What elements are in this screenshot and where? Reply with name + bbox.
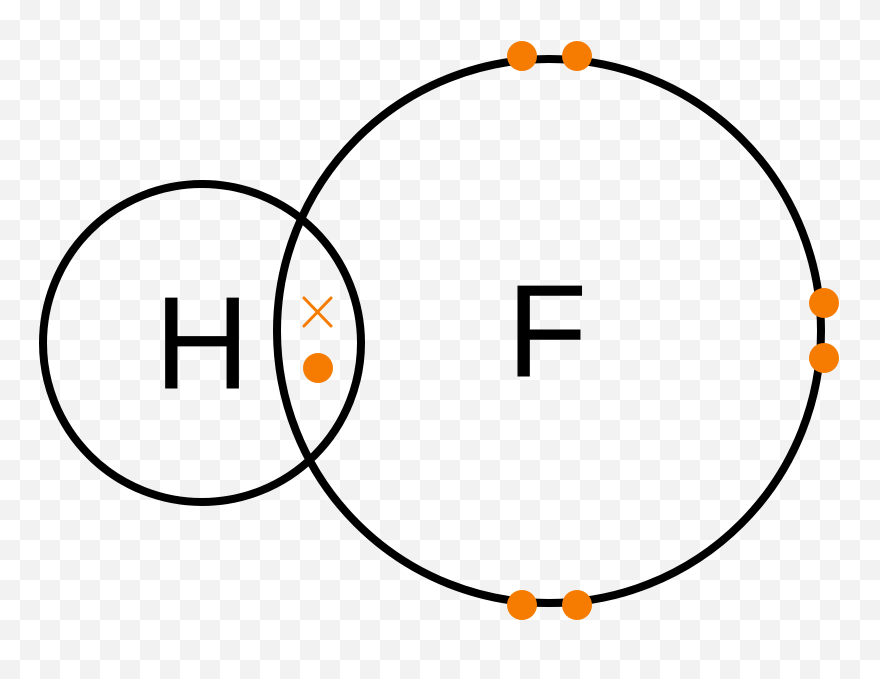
fluorine-shell [273, 55, 825, 607]
hydrogen-symbol: H [154, 270, 249, 417]
lone-pair-right [809, 288, 839, 373]
electron-dot [507, 590, 537, 620]
electron-dot [562, 590, 592, 620]
electron-dot [809, 343, 839, 373]
electron-dot [809, 288, 839, 318]
lone-pair-bottom [507, 590, 592, 620]
electron-dot [562, 41, 592, 71]
shared-electron-pair [302, 296, 333, 383]
lone-pair-top [507, 41, 592, 71]
hydrogen-electron-cross [302, 296, 333, 328]
electron-dot [507, 41, 537, 71]
fluorine-bonding-electron-dot [303, 353, 333, 383]
fluorine-symbol: F [507, 258, 588, 405]
hydrogen-shell [39, 180, 365, 506]
